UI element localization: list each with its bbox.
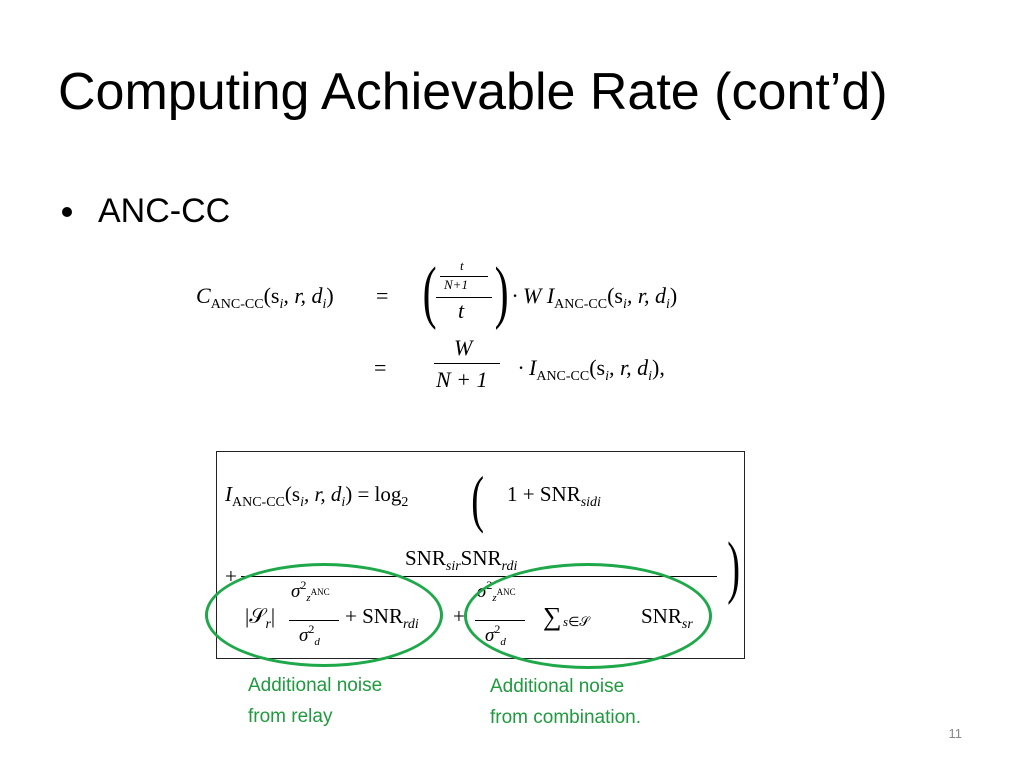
outer-denominator: t	[458, 298, 465, 323]
mi-arg-i: i	[300, 495, 304, 510]
left-paren-large: (	[422, 254, 437, 331]
inner-denominator: N+1	[444, 277, 468, 292]
capacity-subscript: ANC-CC	[210, 297, 264, 312]
info-arg-i2: i	[665, 297, 670, 312]
line2-denominator: N + 1	[436, 367, 488, 392]
capacity-equation: CANC-CC(si, r, di) = ( ) t N+1 t · W IAN…	[196, 254, 736, 405]
line2-args-open: (s	[589, 355, 606, 380]
mi-right-paren: )	[727, 529, 741, 606]
line2-args-close: ),	[652, 355, 665, 380]
snr-sub-s: s	[580, 495, 587, 510]
line2-arg-i: i	[605, 369, 610, 384]
page-number: 11	[948, 726, 963, 741]
relay-noise-ellipse	[205, 563, 443, 667]
line2-args-rest: , r, d	[609, 355, 649, 380]
line2-rhs: · IANC-CC(si, r, di),	[518, 355, 665, 385]
line2-info-term: · I	[518, 355, 537, 380]
capacity-args-close: )	[326, 283, 334, 308]
info-args-rest: , r, d	[626, 283, 666, 308]
mi-subscript: ANC-CC	[232, 495, 285, 510]
relay-note-line1: Additional noise	[248, 675, 383, 696]
mi-arg-i2: i	[341, 495, 346, 510]
capacity-lhs: CANC-CC(si, r, di)	[196, 283, 334, 313]
plus-sign: +	[225, 564, 237, 588]
combination-noise-note: Additional noise from combination.	[490, 671, 641, 733]
snr-sub-d: d	[590, 495, 598, 510]
right-paren-large: )	[494, 254, 509, 331]
numerator-snr2-sub: rd	[501, 559, 514, 574]
fraction-numerator: SNRsirSNRrdi	[405, 546, 517, 575]
equals-sign-1: =	[376, 283, 389, 308]
numerator-snr1-sub-r: r	[455, 559, 461, 574]
line2-arg-i2: i	[648, 369, 653, 384]
snr-sub-i2: i	[597, 495, 601, 510]
slide-title: Computing Achievable Rate (cont’d)	[58, 63, 888, 121]
capacity-args-open: (s	[263, 283, 280, 308]
combination-noise-ellipse	[464, 563, 712, 669]
bullet-dot-icon	[62, 206, 72, 217]
snr-sub-i: i	[586, 495, 591, 510]
mi-args-rest: , r, d	[303, 482, 342, 506]
capacity-arg-i: i	[279, 297, 284, 312]
numerator-snr1-sub-i: i	[451, 559, 456, 574]
capacity-symbol: C	[196, 283, 211, 308]
info-args-close: )	[669, 283, 678, 308]
mi-args-open: (s	[284, 482, 301, 506]
line2-info-subscript: ANC-CC	[536, 369, 590, 384]
mi-log: ) = log	[345, 482, 402, 506]
bullet-item: ANC-CC	[62, 192, 230, 231]
one-plus-snr-text: 1 + SNR	[507, 482, 581, 506]
info-args-open: (s	[607, 283, 623, 308]
mi-lhs: IANC-CC(si, r, di) = log2	[225, 482, 408, 511]
info-arg-i: i	[622, 297, 627, 312]
relay-note-line2: from relay	[248, 706, 333, 727]
inner-fraction-bar	[440, 276, 488, 277]
bullet-text: ANC-CC	[98, 192, 231, 230]
mi-symbol: I	[225, 482, 232, 506]
bandwidth-term: · W I	[512, 283, 555, 308]
numerator-snr1-sub: s	[445, 559, 452, 574]
capacity-args-rest: , r, d	[283, 283, 323, 308]
capacity-rhs: · W IANC-CC(si, r, di)	[512, 283, 677, 313]
numerator-snr2-sub-i: i	[513, 559, 518, 574]
numerator-snr1: SNR	[405, 546, 446, 570]
line2-numerator: W	[454, 335, 473, 360]
equals-sign-2: =	[374, 355, 387, 380]
capacity-arg-i2: i	[322, 297, 327, 312]
info-subscript: ANC-CC	[554, 297, 608, 312]
combination-note-line2: from combination.	[490, 707, 642, 728]
numerator-snr2: SNR	[460, 546, 502, 570]
outer-fraction-bar	[436, 297, 492, 299]
relay-noise-note: Additional noise from relay	[248, 670, 382, 732]
combination-note-line1: Additional noise	[490, 676, 625, 697]
mi-left-paren: (	[471, 463, 485, 534]
line2-fraction-bar	[434, 363, 500, 365]
main-fraction-bar	[241, 576, 717, 578]
plus-sign-2: +	[453, 604, 465, 628]
log-base: 2	[401, 495, 409, 510]
inner-numerator: t	[460, 258, 464, 273]
one-plus-snr: 1 + SNRsidi	[507, 482, 601, 511]
